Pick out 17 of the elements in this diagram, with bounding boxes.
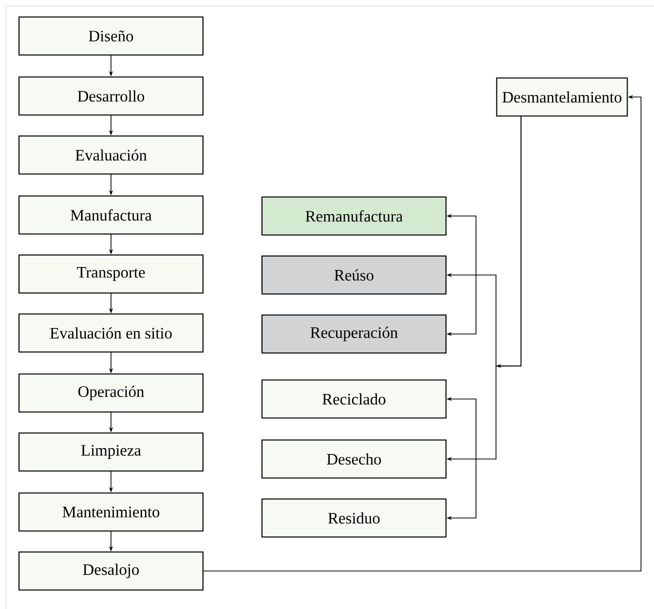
process-box: Evaluación en sitio [18, 313, 204, 353]
process-box: Limpieza [18, 432, 204, 472]
process-box: Transporte [18, 254, 204, 294]
process-box: Manufactura [18, 195, 204, 235]
process-box: Evaluación [18, 135, 204, 175]
process-box: Remanufactura [261, 196, 447, 236]
process-box: Reúso [261, 255, 447, 295]
process-box: Recuperación [261, 314, 447, 354]
process-box: Desecho [261, 439, 447, 479]
process-box: Desalojo [18, 551, 204, 591]
process-box: Diseño [18, 16, 204, 56]
process-box: Operación [18, 373, 204, 413]
process-box: Desmantelamiento [496, 77, 628, 117]
process-box: Residuo [261, 498, 447, 538]
process-box: Reciclado [261, 379, 447, 419]
process-box: Desarrollo [18, 76, 204, 116]
process-box: Mantenimiento [18, 492, 204, 532]
